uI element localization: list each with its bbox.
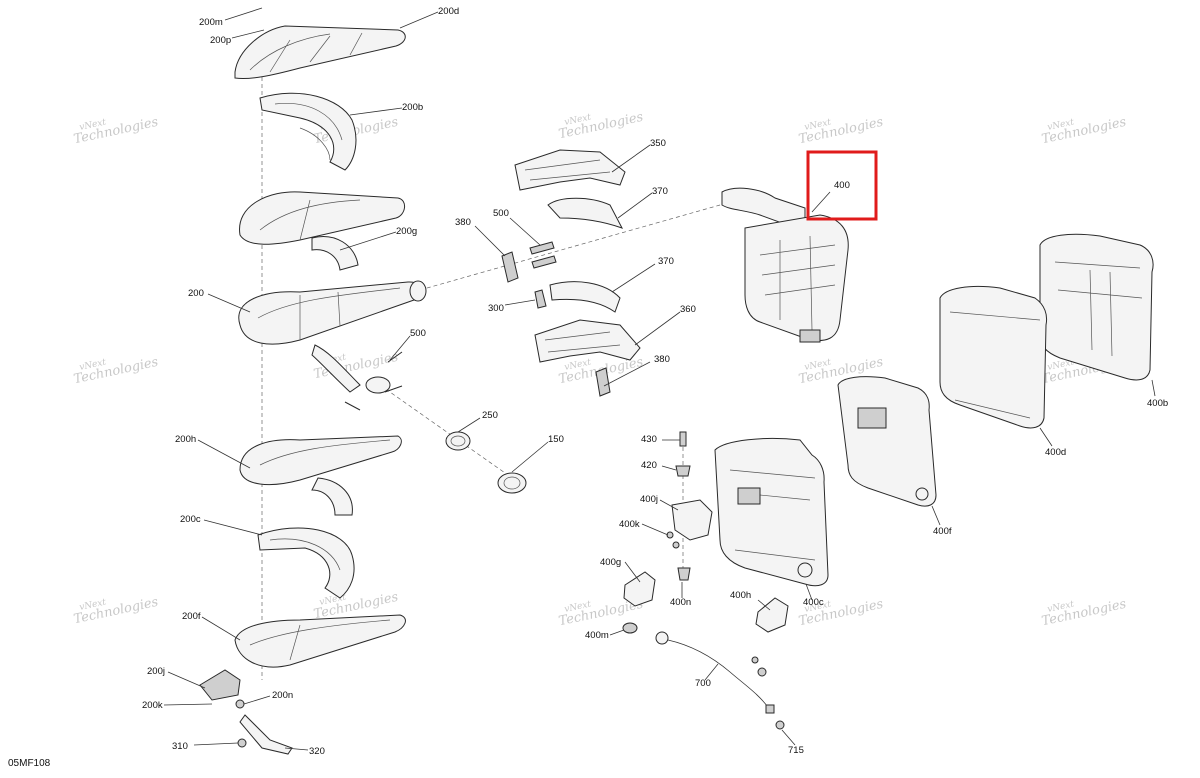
part-430-bolt[interactable] — [679, 431, 687, 447]
part-200d-shield[interactable] — [234, 25, 406, 79]
part-200h-shield[interactable] — [239, 435, 402, 516]
callout-400d: 400d — [1045, 447, 1066, 458]
callout-320: 320 — [309, 746, 325, 757]
callout-200b: 200b — [402, 102, 423, 113]
watermark-line2: Technologies — [72, 595, 160, 628]
diagram-reference-code: 05MF108 — [8, 758, 51, 769]
part-310-bolt[interactable] — [237, 738, 247, 748]
callout-370-upper: 370 — [652, 186, 668, 197]
callout-labels: 200m 200p 200d 200b 200g 200 500 250 150… — [142, 6, 1168, 757]
callout-200m: 200m — [199, 17, 223, 28]
part-500-springs[interactable] — [344, 351, 403, 411]
callout-400h: 400h — [730, 590, 751, 601]
part-200g-shield[interactable] — [239, 191, 405, 271]
callout-420: 420 — [641, 460, 657, 471]
part-370-shield-lower[interactable] — [549, 281, 621, 313]
callout-400n: 400n — [670, 597, 691, 608]
watermark-line2: Technologies — [1040, 115, 1128, 148]
part-400j-bracket[interactable] — [671, 499, 713, 541]
part-400g-bracket[interactable] — [623, 571, 656, 607]
part-400n-grommet[interactable] — [677, 567, 691, 581]
pipe-axis — [419, 204, 721, 291]
part-300-clamp[interactable] — [534, 289, 547, 309]
callout-200f: 200f — [182, 611, 201, 622]
callout-500-right: 500 — [493, 208, 509, 219]
part-400m-grommet[interactable] — [622, 622, 638, 634]
callout-200: 200 — [188, 288, 204, 299]
part-150-gasket[interactable] — [497, 472, 527, 494]
part-370-shield-upper[interactable] — [547, 197, 624, 229]
watermark-line2: Technologies — [1040, 597, 1128, 630]
part-400c-cover[interactable] — [714, 438, 829, 587]
part-400-muffler[interactable] — [721, 187, 849, 343]
callout-380-lower: 380 — [654, 354, 670, 365]
callout-370-lower: 370 — [658, 256, 674, 267]
part-200b-shield[interactable] — [259, 92, 357, 171]
part-360-shield[interactable] — [534, 319, 641, 363]
callout-715: 715 — [788, 745, 804, 756]
part-715-nut[interactable] — [775, 720, 785, 730]
callout-200d: 200d — [438, 6, 459, 17]
part-700-sensor-cable[interactable] — [655, 631, 775, 714]
callout-430: 430 — [641, 434, 657, 445]
part-200j-bracket[interactable] — [199, 669, 241, 701]
part-400f-cover[interactable] — [837, 376, 937, 507]
part-200n-washer[interactable] — [235, 699, 245, 709]
callout-200g: 200g — [396, 226, 417, 237]
callout-200p: 200p — [210, 35, 231, 46]
part-200c-shield[interactable] — [257, 527, 355, 599]
callout-400j: 400j — [640, 494, 658, 505]
callout-350: 350 — [650, 138, 666, 149]
callout-400: 400 — [834, 180, 850, 191]
callout-380-upper: 380 — [455, 217, 471, 228]
callout-200c: 200c — [180, 514, 201, 525]
part-380-clamp-upper[interactable] — [501, 251, 519, 283]
part-200f-shield[interactable] — [234, 614, 406, 668]
callout-400c: 400c — [803, 597, 824, 608]
watermark-line2: Technologies — [72, 115, 160, 148]
callout-360: 360 — [680, 304, 696, 315]
part-320-bracket[interactable] — [239, 714, 293, 755]
callout-400k: 400k — [619, 519, 640, 530]
highlight-box-400 — [806, 150, 878, 221]
callout-500-left: 500 — [410, 328, 426, 339]
part-420-grommet[interactable] — [675, 465, 691, 477]
part-400h-bracket[interactable] — [751, 597, 789, 677]
callout-200j: 200j — [147, 666, 165, 677]
part-400d-cover[interactable] — [939, 285, 1048, 429]
part-250-gasket[interactable] — [445, 431, 471, 451]
callout-400b: 400b — [1147, 398, 1168, 409]
callout-400f: 400f — [933, 526, 952, 537]
watermark-line2: Technologies — [797, 115, 885, 148]
part-500-spring-pair[interactable] — [529, 241, 557, 269]
callout-700: 700 — [695, 678, 711, 689]
gasket-axis — [379, 384, 516, 481]
callout-200n: 200n — [272, 690, 293, 701]
callout-300: 300 — [488, 303, 504, 314]
callout-400m: 400m — [585, 630, 609, 641]
callout-250: 250 — [482, 410, 498, 421]
callout-150: 150 — [548, 434, 564, 445]
part-350-shield[interactable] — [514, 149, 626, 191]
callout-400g: 400g — [600, 557, 621, 568]
part-380-clamp-lower[interactable] — [595, 367, 611, 397]
part-400b-cover[interactable] — [1039, 233, 1154, 381]
callout-200k: 200k — [142, 700, 163, 711]
part-200-pipe[interactable] — [238, 280, 427, 393]
watermark-line2: Technologies — [557, 110, 645, 143]
part-400k-bolts[interactable] — [666, 531, 680, 549]
watermark-line2: Technologies — [72, 355, 160, 388]
callout-310: 310 — [172, 741, 188, 752]
leader-lines — [163, 7, 1156, 751]
callout-200h: 200h — [175, 434, 196, 445]
